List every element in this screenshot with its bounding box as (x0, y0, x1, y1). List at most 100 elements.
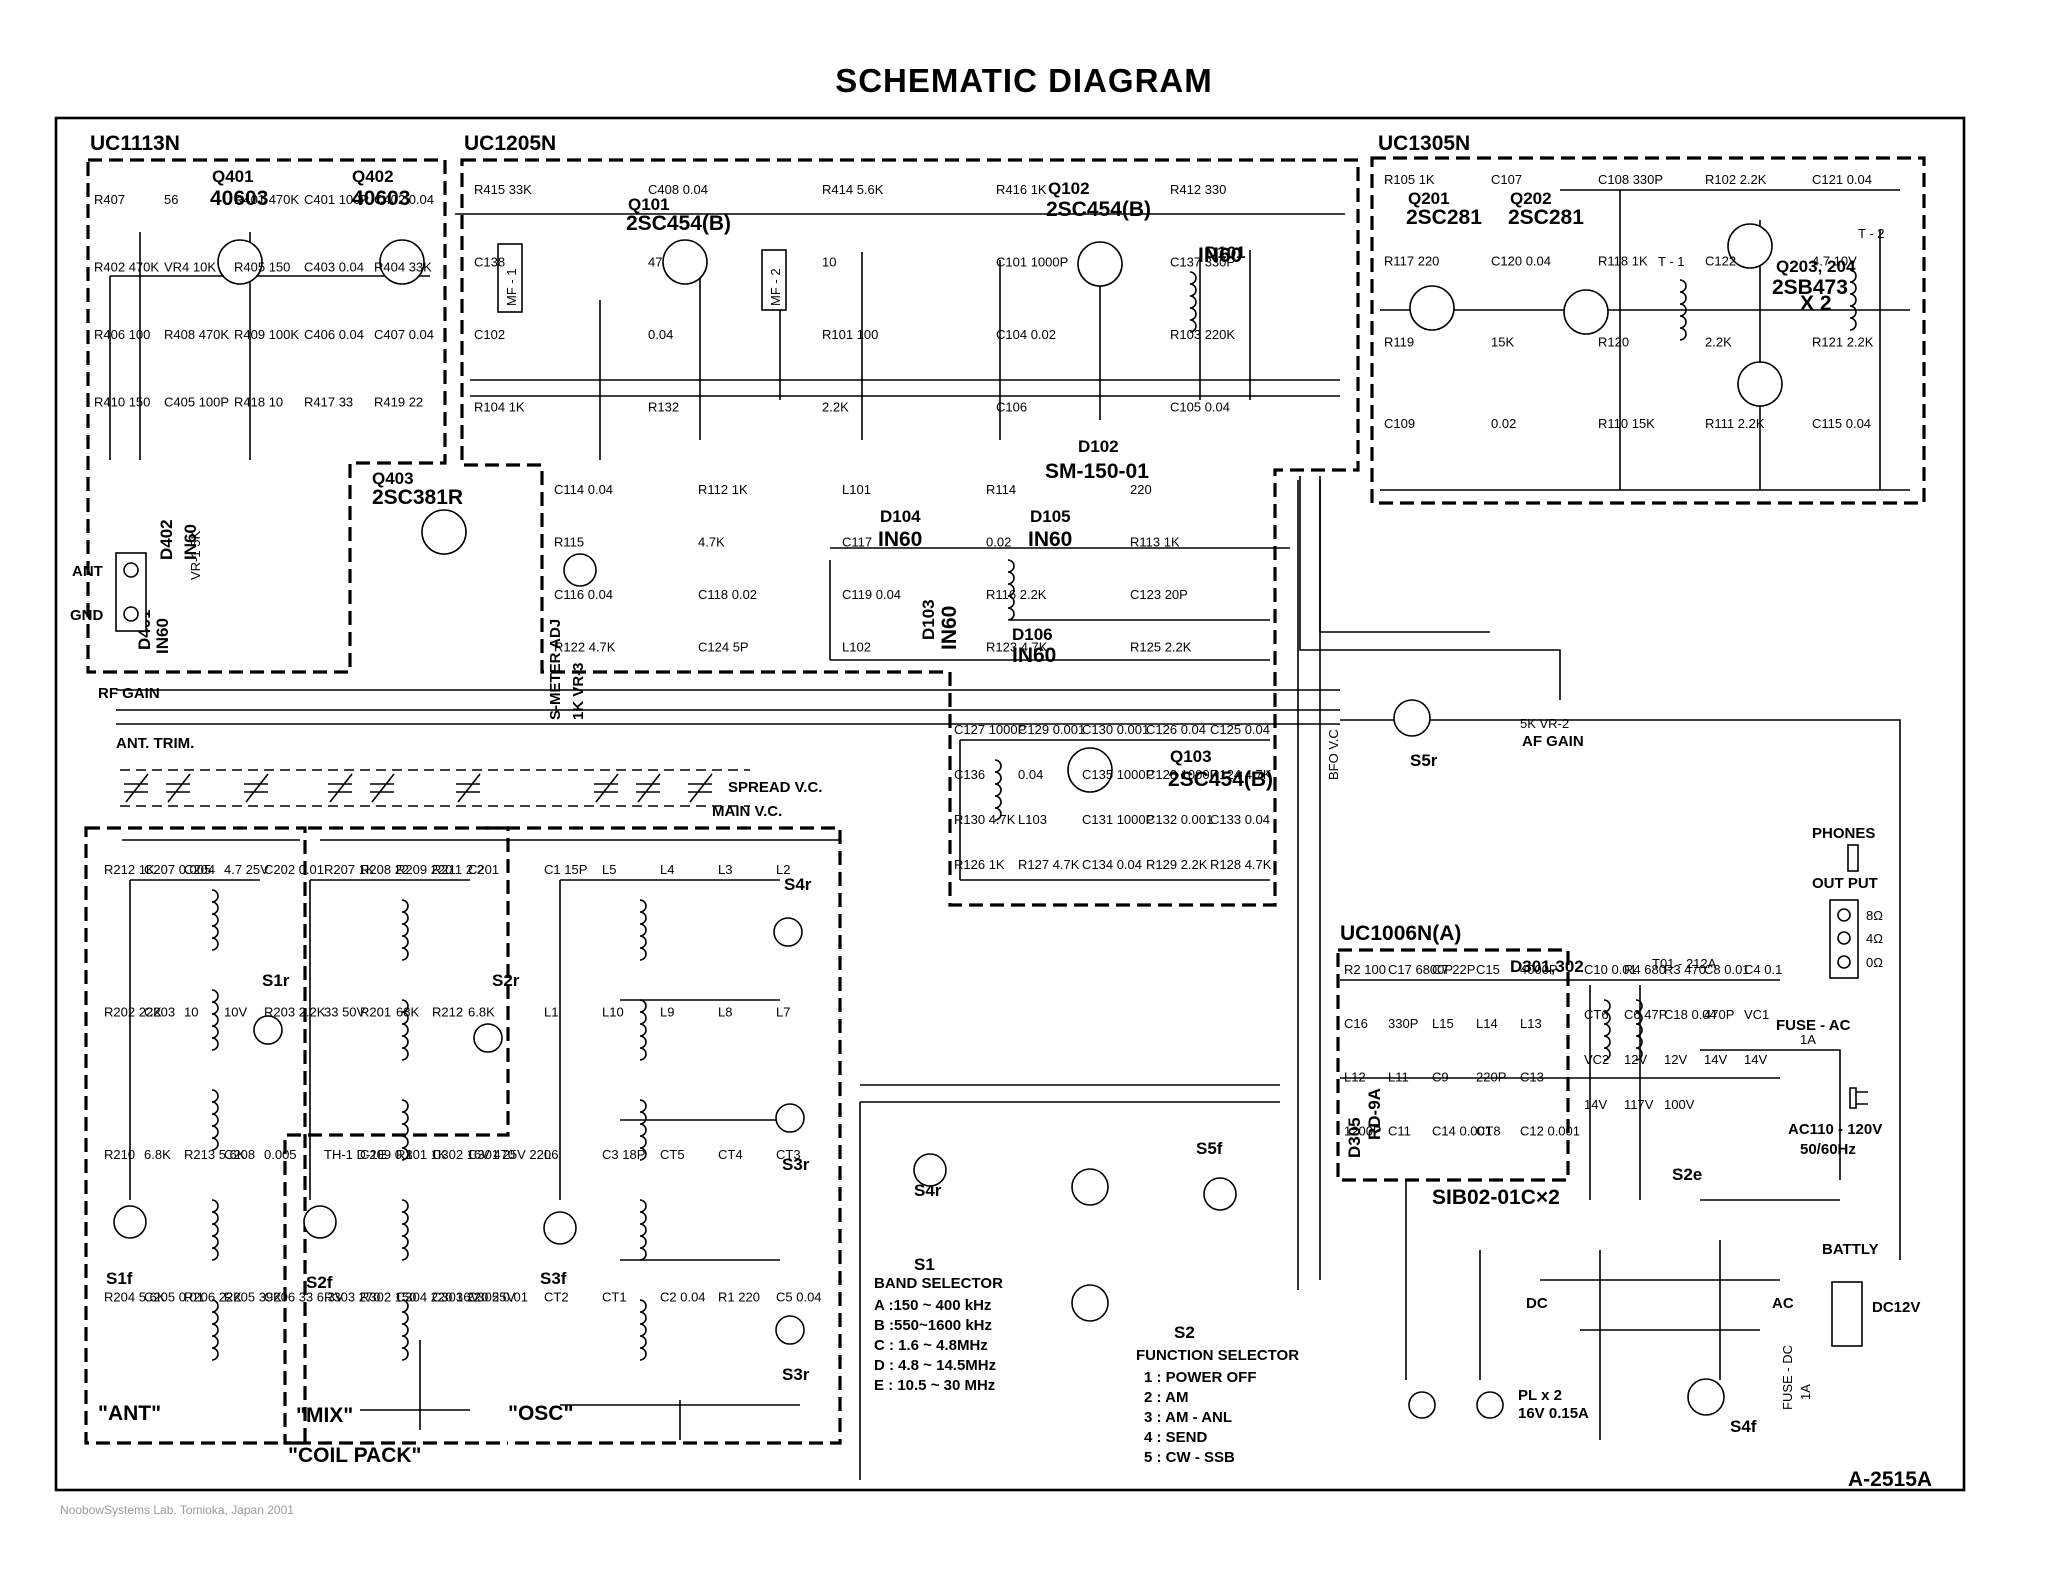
out4-label: 4Ω (1866, 931, 1883, 946)
d101-type: IN60 (1198, 244, 1242, 267)
fuse-ac-value: 1A (1800, 1032, 1816, 1047)
component-value-label: R102 2.2K (1705, 172, 1767, 187)
component-value-label: R210 (104, 1147, 135, 1162)
component-value-label: 56 (164, 192, 178, 207)
fuse-ac-label: FUSE - AC (1776, 1017, 1851, 1034)
component-value-label: R207 1K (324, 862, 375, 877)
unit-uc1305n-label: UC1305N (1378, 132, 1470, 155)
q103-type: 2SC454(B) (1168, 768, 1273, 791)
wire-run (129, 879, 470, 1200)
component-value-label: R121 2.2K (1812, 335, 1874, 350)
variable-capacitor-symbol (370, 773, 395, 803)
wire-run (116, 689, 1340, 725)
fuse-dc-value: 1A (1798, 1384, 1813, 1400)
s4r-top-switch-icon (773, 917, 803, 947)
component-value-label: C6 47P (1624, 1007, 1667, 1022)
smeter-adj-label: S-METER ADJ (547, 619, 564, 720)
af-gain-section: S5r 5K VR-2 AF GAIN BFO V.C (1326, 699, 1584, 780)
component-value-label: R110 15K (1598, 416, 1655, 431)
component-value-label: C122 (1705, 253, 1736, 268)
inductor-coil-symbol (401, 899, 409, 961)
pilot-lamp-2-icon (1476, 1391, 1504, 1419)
component-value-label: CT1 (602, 1290, 627, 1305)
component-value-label: L14 (1476, 1016, 1498, 1031)
component-value-label: 2.2K (1705, 335, 1732, 350)
component-value-label: C2 0.04 (660, 1290, 706, 1305)
component-value-label: C118 0.02 (698, 587, 757, 602)
component-value-label: L10 (602, 1005, 624, 1020)
component-value-label: C302 16V 470 (432, 1147, 515, 1162)
component-value-label: C124 5P (698, 640, 749, 655)
component-value-label: C406 0.04 (304, 327, 364, 342)
function-selector-legend: S2 FUNCTION SELECTOR 1 : POWER OFF 2 : A… (1136, 1323, 1299, 1466)
transistor-symbol (1727, 223, 1773, 269)
s5f-label: S5f (1196, 1139, 1223, 1158)
ant-label: ANT (72, 563, 103, 580)
wiring-network (109, 189, 1910, 1480)
component-value-label: C119 0.04 (842, 587, 901, 602)
s2r-switch-icon (473, 1023, 503, 1053)
component-value-label: R402 470K (94, 260, 159, 275)
component-value-label: R409 100K (234, 327, 299, 342)
s3r-label-bottom: S3r (782, 1365, 810, 1384)
component-value-label: VC2 (1584, 1052, 1609, 1067)
component-value-label: CT8 (1476, 1123, 1501, 1138)
function-row-5: 5 : CW - SSB (1144, 1449, 1235, 1466)
transistor-labels: Q401 40603 Q402 40603 Q403 2SC381R Q101 … (210, 167, 1856, 791)
band-selector-title: S1 (914, 1255, 935, 1274)
phones-jack-icon (1847, 844, 1859, 872)
component-value-label: C129 0.001 (1018, 722, 1085, 737)
component-value-label: 470P (1704, 1007, 1734, 1022)
transistor-symbol (1563, 289, 1609, 335)
pilot-lamp-1-icon (1408, 1391, 1436, 1419)
component-value-label: R410 150 (94, 395, 150, 410)
component-value-label: R118 1K (1598, 253, 1648, 268)
variable-capacitor-symbol (328, 773, 353, 803)
function-row-3: 3 : AM - ANL (1144, 1409, 1232, 1426)
t1-label: T - 1 (1658, 254, 1685, 269)
osc-box-label: "OSC" (508, 1402, 573, 1425)
component-symbols (124, 223, 1857, 1361)
vr1-label: VR-1 5K (188, 531, 203, 580)
component-value-label: L9 (660, 1005, 674, 1020)
s3f-switch-icon (543, 1211, 577, 1245)
inductor-coil-symbol (1679, 279, 1687, 341)
battery-label: BATTLY (1822, 1241, 1879, 1258)
component-value-label: VC1 (1744, 1007, 1769, 1022)
variable-capacitor-symbol (456, 773, 481, 803)
component-value-label: R119 (1384, 335, 1414, 350)
inductor-coil-symbol (1635, 999, 1643, 1061)
variable-capacitor-symbol (594, 773, 619, 803)
component-value-label: C8 0.01 (1704, 962, 1750, 977)
component-value-label: 14V (1744, 1052, 1767, 1067)
q101-type: 2SC454(B) (626, 212, 731, 235)
transistor-symbol (1409, 285, 1455, 331)
component-value-label: R111 2.2K (1705, 416, 1765, 431)
q102-ref: Q102 (1048, 179, 1090, 198)
wire-run (1299, 476, 1561, 700)
component-value-label: C206 33 6.3V (264, 1290, 344, 1305)
component-value-label: C138 (474, 255, 505, 270)
out0-screw-icon (1837, 955, 1851, 969)
wire-run (360, 1340, 800, 1440)
s5r-label: S5r (1410, 751, 1438, 770)
component-value-label: L15 (1432, 1016, 1454, 1031)
transistor-symbol (662, 239, 708, 285)
fuse-dc-label: FUSE - DC (1780, 1345, 1795, 1410)
component-value-label: C3 18P (602, 1147, 645, 1162)
component-value-label: 4000P (1520, 962, 1558, 977)
variable-capacitor-symbol (124, 773, 149, 803)
variable-capacitor-symbol (166, 773, 191, 803)
q101-ref: Q101 (628, 195, 670, 214)
component-value-label: R416 1K (996, 182, 1047, 197)
credit-line: NoobowSystems Lab. Tomioka, Japan 2001 (60, 1503, 294, 1517)
component-value-label: L4 (660, 862, 674, 877)
component-value-label: C117 (842, 535, 872, 550)
component-value-label: R113 1K (1130, 535, 1180, 550)
component-value-label: C203 (144, 1005, 175, 1020)
component-value-label: CT5 (660, 1147, 685, 1162)
s1f-switch-icon (113, 1205, 147, 1239)
wire-run (1340, 979, 1780, 1200)
